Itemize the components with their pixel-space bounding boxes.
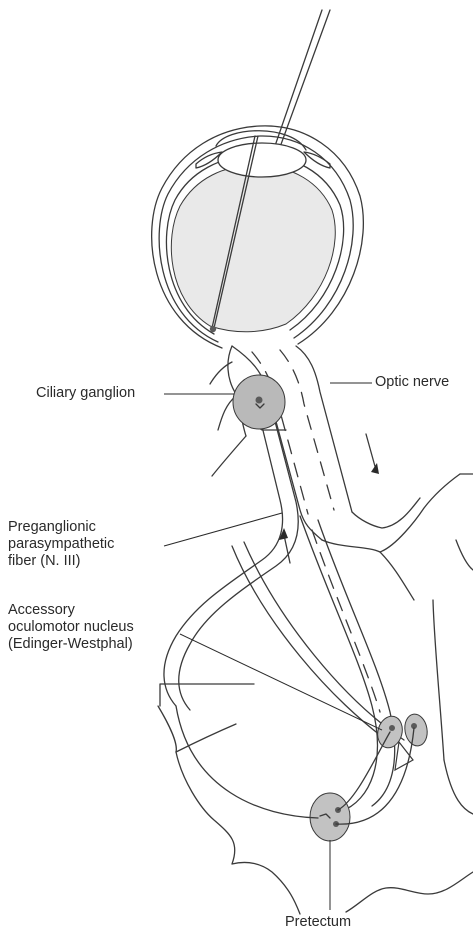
accessory-nucleus-label: Accessory oculomotor nucleus (Edinger-We… (8, 602, 134, 653)
ciliary-ganglion (233, 375, 285, 429)
preganglionic-line-2: parasympathetic (8, 536, 114, 553)
accessory-line-1: Accessory (8, 602, 134, 619)
pretectum-label: Pretectum (285, 914, 351, 931)
preganglionic-fiber-label: Preganglionic parasympathetic fiber (N. … (8, 519, 114, 570)
leader-preganglionic (164, 513, 282, 546)
optic-tract-to-pretectum (300, 516, 395, 812)
cerebral-aqueduct (395, 742, 413, 770)
arrow-down (366, 434, 379, 474)
eyeball (152, 126, 364, 348)
optic-chiasm (322, 474, 473, 600)
pretecto-oculomotor-fibers (176, 706, 414, 824)
accessory-line-2: oculomotor nucleus (8, 619, 134, 636)
optic-nerve (232, 346, 352, 540)
retinal-ganglion-cell (210, 326, 216, 332)
accessory-line-3: (Edinger-Westphal) (8, 636, 134, 653)
nucleus-right (402, 712, 429, 747)
preganglionic-fiber (164, 380, 404, 744)
pretectum-nucleus (310, 793, 350, 841)
vitreous-body (171, 165, 335, 332)
optic-nerve-label: Optic nerve (375, 374, 449, 391)
ciliary-ganglion-label: Ciliary ganglion (36, 385, 135, 402)
lens (218, 143, 306, 177)
preganglionic-line-1: Preganglionic (8, 519, 114, 536)
iris-right (304, 152, 330, 168)
preganglionic-line-3: fiber (N. III) (8, 553, 114, 570)
midbrain-outline (158, 600, 473, 914)
